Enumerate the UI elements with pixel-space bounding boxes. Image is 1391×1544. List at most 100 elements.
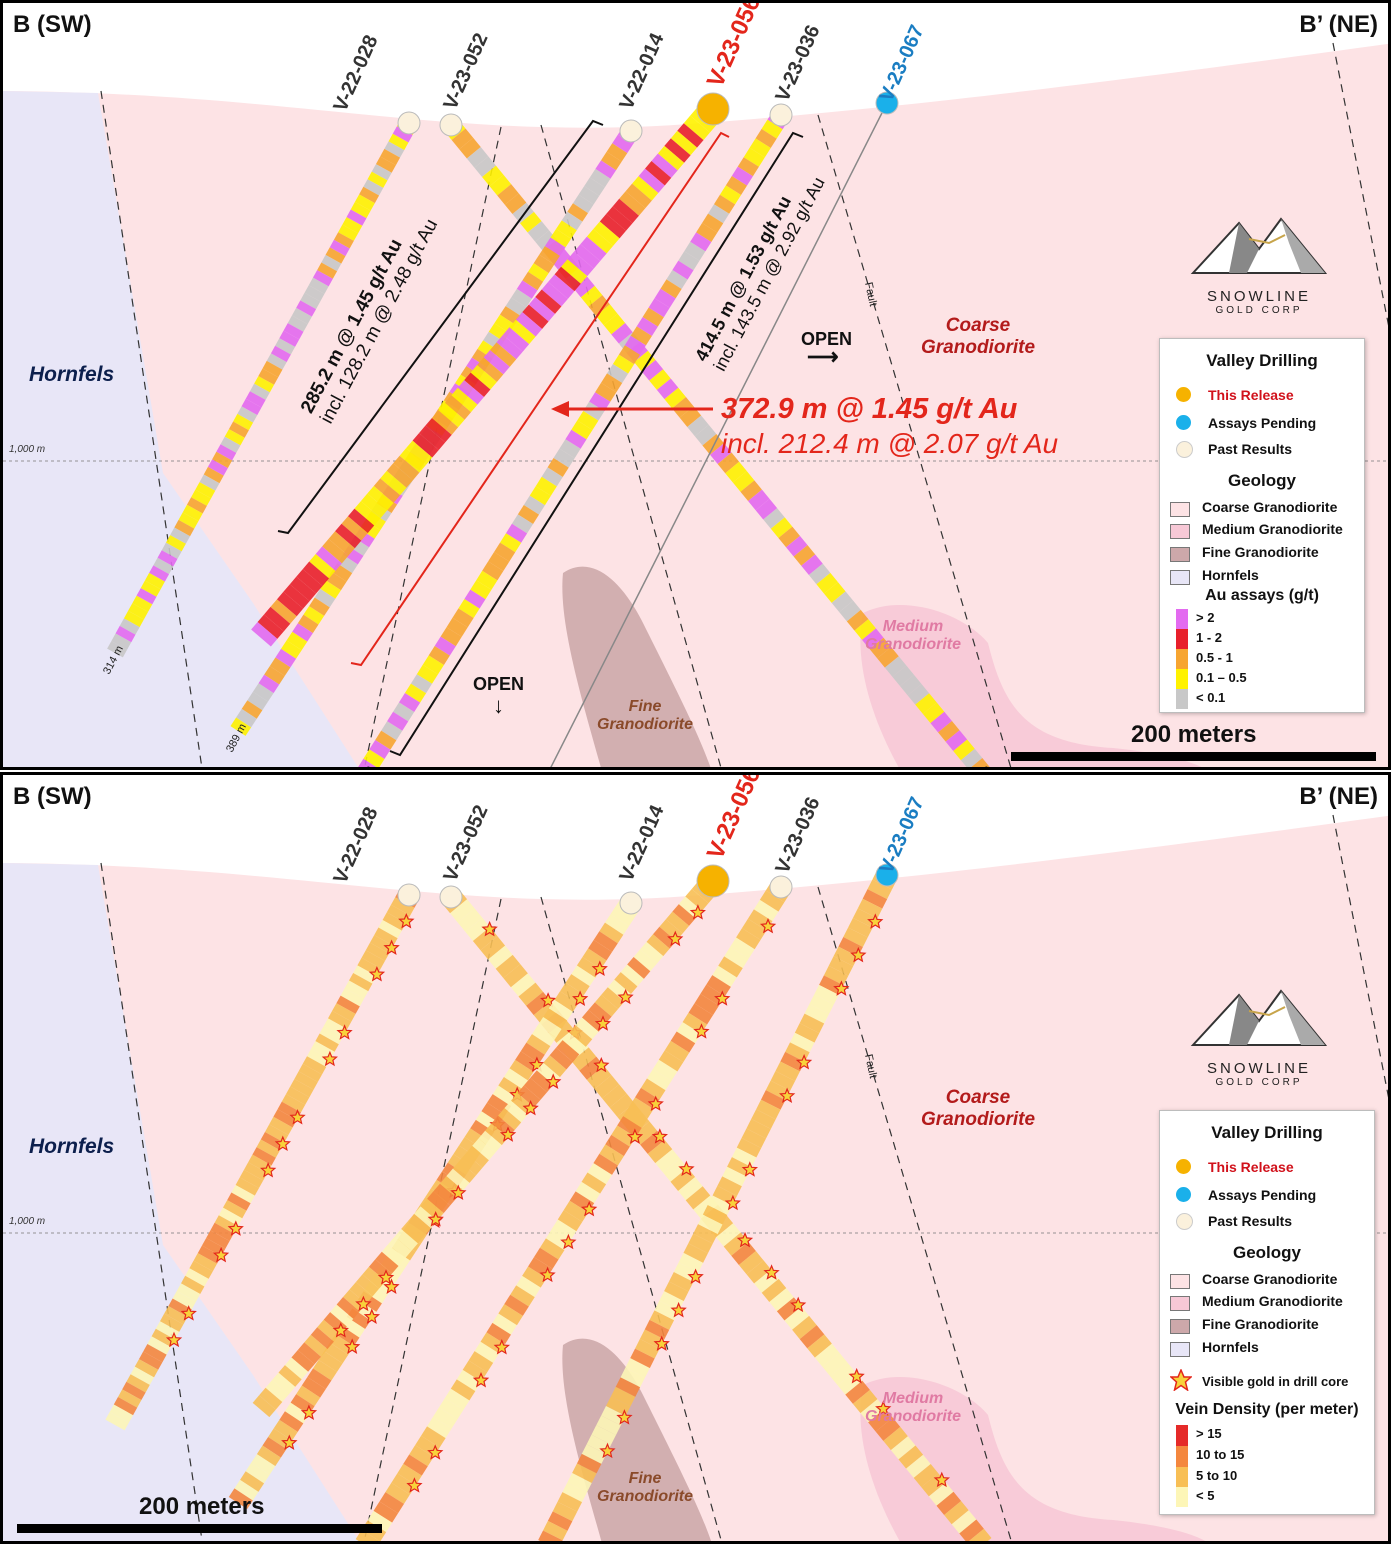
drill-interval — [640, 1078, 666, 1100]
fault-line — [817, 114, 1012, 767]
drill-interval — [126, 1374, 150, 1393]
drill-interval — [543, 1520, 568, 1541]
drill-interval — [928, 1482, 954, 1506]
drill-interval — [472, 1138, 496, 1161]
drill-interval — [256, 1139, 281, 1158]
drill-interval — [724, 946, 749, 969]
drill-interval — [302, 1056, 327, 1075]
drill-interval — [696, 222, 718, 243]
drill-interval — [309, 553, 336, 579]
drill-interval — [203, 466, 224, 484]
drill-interval — [426, 1191, 451, 1214]
drill-interval — [494, 314, 516, 334]
drill-interval — [819, 975, 844, 995]
drill-interval — [625, 1358, 650, 1378]
drill-interval — [243, 1162, 268, 1181]
drill-interval — [732, 471, 755, 492]
drill-interval — [571, 1047, 597, 1071]
drill-interval — [526, 1034, 551, 1055]
drill-interval — [151, 1328, 176, 1348]
drill-interval — [549, 1047, 573, 1070]
drill-interval — [580, 285, 603, 307]
drill-interval — [594, 1075, 620, 1099]
drill-interval — [157, 550, 178, 567]
drill-interval — [341, 516, 368, 541]
drill-interval — [588, 1002, 612, 1025]
drill-interval — [485, 1123, 509, 1146]
drill-interval — [130, 1366, 155, 1385]
legend-assay-title: Au assays (g/t) — [1205, 587, 1319, 604]
drill-interval — [618, 345, 641, 365]
drill-interval — [640, 1130, 665, 1154]
drill-interval — [252, 1395, 276, 1418]
drill-interval — [504, 1100, 528, 1123]
drill-interval — [589, 392, 611, 412]
drill-interval — [381, 1244, 405, 1267]
visible-gold-star — [180, 1305, 197, 1321]
visible-gold-star — [763, 1264, 780, 1280]
drill-interval — [269, 1116, 293, 1136]
collar-marker — [769, 103, 793, 127]
drill-interval — [252, 1147, 276, 1166]
legend-veins: Valley Drilling This Release Assays Pend… — [1159, 1110, 1375, 1515]
drill-interval — [239, 1169, 264, 1189]
drill-interval — [951, 1510, 977, 1534]
drill-interval — [159, 1313, 184, 1332]
drill-interval — [369, 935, 394, 954]
drill-interval — [539, 246, 560, 265]
coarse-swatch — [1170, 502, 1190, 517]
section-right-end-2: B’ (NE) — [1299, 783, 1378, 810]
visible-gold-star — [736, 1231, 754, 1248]
drill-interval — [535, 476, 557, 496]
drill-interval — [318, 1351, 343, 1372]
drill-interval — [509, 319, 536, 345]
visible-gold-star — [540, 992, 557, 1008]
drill-interval — [315, 546, 342, 571]
drill-interval — [419, 425, 446, 450]
drill-interval — [596, 1415, 621, 1436]
drill-interval — [898, 1445, 924, 1469]
drill-interval — [452, 608, 474, 628]
drill-interval — [503, 1068, 528, 1090]
drill-interval — [270, 599, 297, 624]
drill-interval — [265, 1380, 289, 1403]
visible-gold-star — [363, 1308, 381, 1324]
drill-interval — [746, 1260, 772, 1284]
drill-interval — [256, 1445, 281, 1467]
drill-interval — [544, 237, 566, 256]
drill-interval — [683, 1243, 708, 1263]
drill-interval — [518, 982, 544, 1006]
drill-interval — [862, 889, 888, 909]
drill-interval — [533, 254, 555, 274]
drill-interval — [355, 1529, 380, 1541]
drill-interval — [456, 1369, 482, 1392]
drill-interval — [304, 285, 325, 302]
drill-interval — [867, 879, 892, 900]
drill-interval — [845, 1380, 870, 1404]
drill-interval — [348, 972, 373, 992]
drill-interval — [486, 1322, 511, 1345]
drill-interval — [323, 1018, 348, 1037]
drill-interval — [522, 271, 544, 291]
visible-gold-star — [522, 1099, 539, 1116]
drill-interval — [838, 937, 863, 957]
drill-interval — [678, 1252, 704, 1273]
drill-interval — [794, 1023, 820, 1043]
drill-interval — [554, 266, 581, 292]
drill-interval — [790, 1032, 815, 1053]
visible-gold-star — [227, 1220, 244, 1236]
drill-interval — [107, 641, 128, 658]
drill-interval — [313, 1359, 338, 1381]
drill-interval — [620, 964, 644, 987]
drill-interval — [526, 991, 551, 1016]
drill-interval — [341, 1316, 366, 1338]
drill-interval — [363, 749, 385, 767]
drill-interval — [206, 1230, 230, 1249]
visible-gold-star — [260, 1162, 277, 1178]
drill-interval — [478, 1130, 502, 1153]
drill-interval — [317, 262, 338, 279]
drill-interval — [748, 489, 770, 511]
drill-interval — [477, 340, 499, 359]
drill-interval — [201, 1237, 226, 1257]
